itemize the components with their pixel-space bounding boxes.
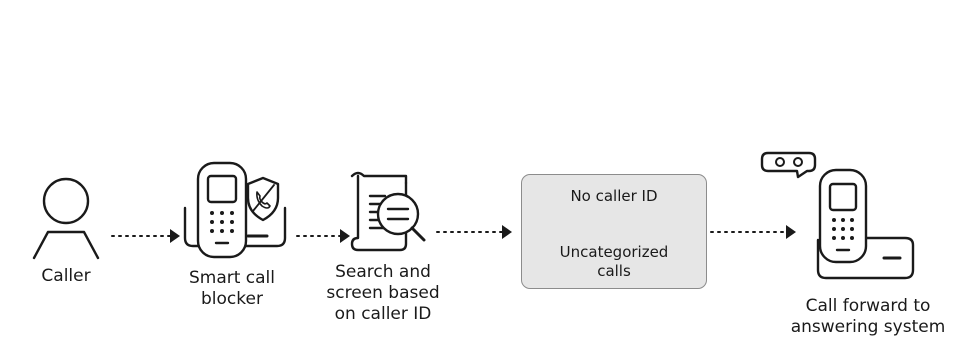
no-caller-id-text: No caller ID: [570, 187, 658, 205]
uncategorized-text: Uncategorized: [559, 243, 669, 261]
arrow-caller-to-blocker: [111, 229, 180, 243]
answering-machine-icon: [816, 168, 915, 280]
shield-phone-icon: [246, 176, 280, 222]
arrow-blocker-to-search: [296, 229, 350, 243]
person-icon: [32, 177, 100, 260]
call-forward-label: Call forward to answering system: [790, 296, 946, 337]
speech-bubble-icon: [760, 151, 817, 179]
caller-label: Caller: [41, 266, 91, 286]
calls-text: calls: [597, 262, 631, 280]
cordless-phone-icon: [183, 161, 287, 259]
arrow-search-to-box: [436, 225, 512, 239]
document-search-icon: [350, 171, 426, 252]
smart-call-blocker-label: Smart call blocker: [188, 268, 276, 309]
arrow-box-to-forward: [710, 225, 796, 239]
search-screen-label: Search and screen based on caller ID: [326, 262, 440, 324]
uncategorized-calls-box: No caller ID Uncategorized calls: [521, 174, 707, 289]
